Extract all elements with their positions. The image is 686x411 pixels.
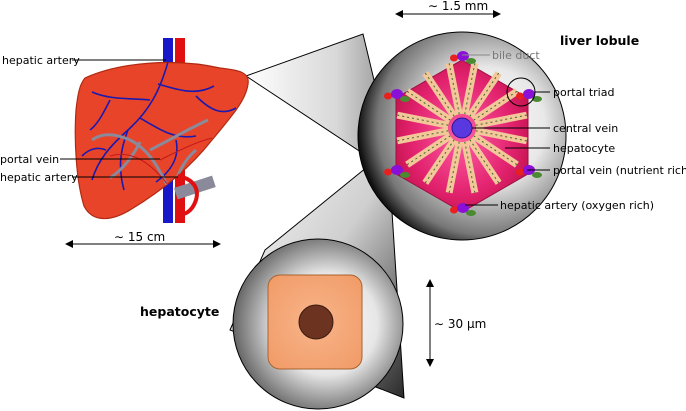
portal-triad-artery bbox=[516, 92, 524, 100]
bile-canaliculus bbox=[469, 139, 500, 184]
portal-triad-vein bbox=[523, 89, 535, 99]
bile-canaliculus bbox=[464, 141, 476, 193]
portal-triad-bile-duct bbox=[532, 96, 542, 102]
label-bile-duct: bile duct bbox=[492, 49, 540, 62]
label-hepatic-artery-bottom: hepatic artery bbox=[0, 171, 78, 184]
hepatocyte-title: hepatocyte bbox=[140, 304, 219, 319]
bile-canaliculus bbox=[424, 139, 455, 184]
portal-triad-bile-duct bbox=[532, 172, 542, 178]
label-central-vein: central vein bbox=[553, 122, 618, 135]
portal-triad-artery bbox=[450, 54, 458, 62]
portal-triad-vein bbox=[391, 89, 403, 99]
liver-body bbox=[74, 61, 249, 220]
portal-triad-bile-duct bbox=[400, 172, 410, 178]
bile-canaliculus bbox=[473, 90, 518, 121]
portal-triad-vein bbox=[391, 165, 403, 175]
liver-lobule bbox=[384, 51, 542, 216]
lobule-title: liver lobule bbox=[560, 33, 639, 48]
lobule-scale-text: ∼ 1.5 mm bbox=[428, 0, 488, 13]
portal-triads bbox=[384, 51, 542, 216]
bile-canaliculus bbox=[397, 130, 449, 142]
label-hepatic-artery-top: hepatic artery bbox=[2, 54, 80, 67]
bile-canaliculus bbox=[469, 72, 500, 117]
bile-canaliculus bbox=[473, 135, 518, 166]
label-portal-triad: portal triad bbox=[553, 86, 614, 99]
portal-triad-artery bbox=[450, 206, 458, 214]
bile-canaliculus bbox=[406, 135, 451, 166]
portal-triad-bile-duct bbox=[466, 210, 476, 216]
portal-triad-bile-duct bbox=[466, 58, 476, 64]
bile-canaliculus bbox=[397, 114, 449, 126]
liver-scale-text: ∼ 15 cm bbox=[114, 230, 165, 244]
bile-canaliculus bbox=[475, 114, 527, 126]
label-hepatic-artery-oxygen: hepatic artery (oxygen rich) bbox=[500, 199, 654, 212]
central-vein bbox=[451, 117, 473, 139]
bile-canaliculus bbox=[448, 141, 460, 193]
bile-canaliculus bbox=[406, 90, 451, 121]
bile-canaliculus bbox=[464, 63, 476, 115]
bile-canaliculus bbox=[448, 63, 460, 115]
hepatocyte-plates bbox=[396, 62, 528, 194]
label-portal-vein-nutrient: portal vein (nutrient rich) bbox=[553, 164, 686, 177]
portal-triad-artery bbox=[384, 92, 392, 100]
liver-vessel-network bbox=[81, 62, 237, 196]
liver-organ bbox=[74, 38, 249, 223]
portal-triad-artery bbox=[384, 168, 392, 176]
label-hepatocyte: hepatocyte bbox=[553, 142, 615, 155]
portal-triad-artery bbox=[516, 168, 524, 176]
bile-canaliculus bbox=[475, 130, 527, 142]
cell-scale-text: ∼ 30 μm bbox=[434, 317, 486, 331]
label-portal-vein: portal vein bbox=[0, 153, 59, 166]
bile-canaliculus bbox=[424, 72, 455, 117]
hepatocyte-nucleus bbox=[298, 304, 334, 340]
portal-triad-bile-duct bbox=[400, 96, 410, 102]
portal-triad-vein bbox=[457, 51, 469, 61]
